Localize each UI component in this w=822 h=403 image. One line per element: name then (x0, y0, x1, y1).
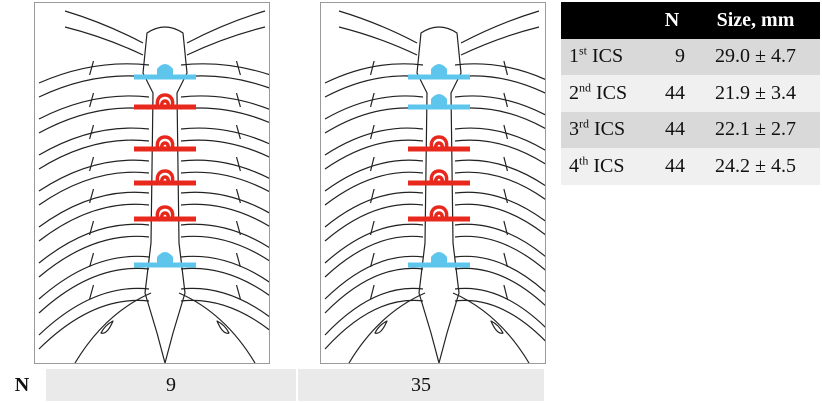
row-size: 29.0 ± 4.7 (691, 38, 820, 75)
ics-marker-red (408, 135, 470, 152)
ics-marker-red (134, 93, 196, 110)
table-header-row: N Size, mm (561, 2, 820, 39)
row-n: 9 (653, 38, 691, 75)
table-header-blank (561, 2, 653, 39)
table-row: 1st ICS 9 29.0 ± 4.7 (561, 38, 820, 75)
ribcage-lines (38, 10, 269, 363)
row-size: 22.1 ± 2.7 (691, 111, 820, 148)
table-header-n: N (653, 2, 691, 39)
n-value-left: 9 (46, 369, 296, 401)
table-row: 4th ICS 44 24.2 ± 4.5 (561, 148, 820, 185)
ics-marker-blue (134, 64, 196, 80)
row-n: 44 (653, 75, 691, 112)
ics-marker-red (134, 135, 196, 152)
row-n: 44 (653, 111, 691, 148)
row-size: 24.2 ± 4.5 (691, 148, 820, 185)
ics-marker-red (134, 169, 196, 186)
row-n: 44 (653, 148, 691, 185)
ics-marker-red (134, 205, 196, 222)
n-value-right: 35 (298, 369, 544, 401)
row-label: 4th ICS (561, 148, 653, 185)
table-row: 3rd ICS 44 22.1 ± 2.7 (561, 111, 820, 148)
n-row-label: N (0, 369, 44, 401)
ics-marker-blue (134, 252, 196, 268)
row-label: 3rd ICS (561, 111, 653, 148)
ics-marker-red (408, 169, 470, 186)
ics-marker-red (408, 205, 470, 222)
ribcage-lines (324, 10, 545, 363)
row-label: 2nd ICS (561, 75, 653, 112)
ribcage-drawing-left (38, 10, 269, 363)
ribcage-drawing-right (324, 10, 545, 363)
row-size: 21.9 ± 3.4 (691, 75, 820, 112)
ics-marker-blue (408, 64, 470, 80)
table-header-size: Size, mm (691, 2, 820, 39)
ics-marker-blue (408, 252, 470, 268)
table-row: 2nd ICS 44 21.9 ± 3.4 (561, 75, 820, 112)
ribcage-illustration-left (34, 2, 270, 364)
ics-size-table: N Size, mm 1st ICS 9 29.0 ± 4.7 2nd ICS … (561, 2, 820, 185)
ics-marker-blue (408, 94, 470, 110)
ribcage-illustration-right (320, 2, 546, 364)
row-label: 1st ICS (561, 38, 653, 75)
